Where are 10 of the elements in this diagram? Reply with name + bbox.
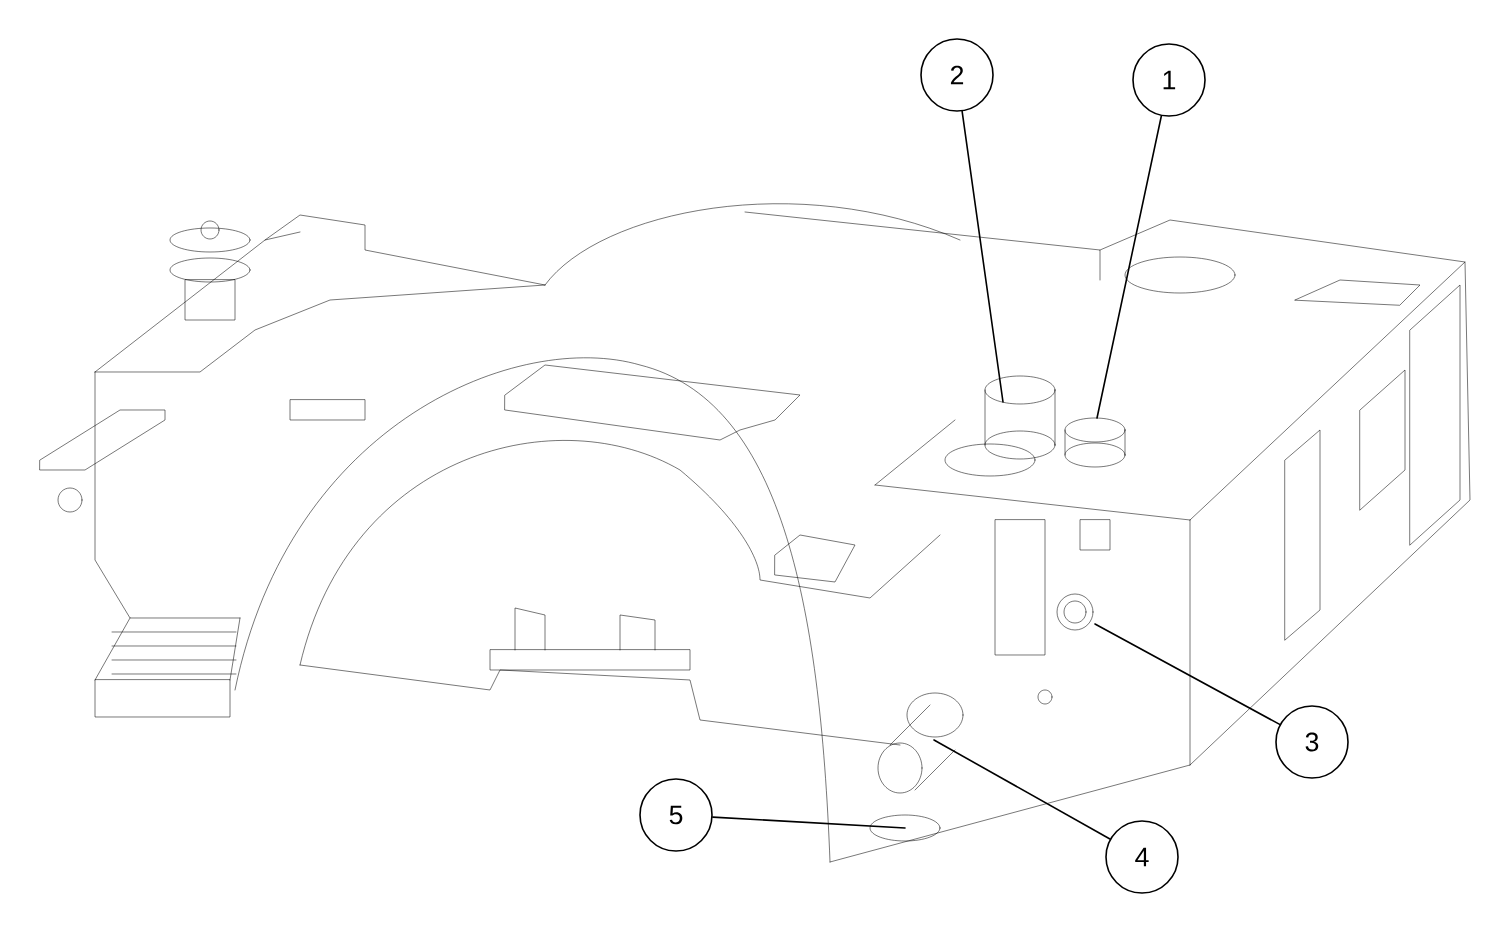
callout-number: 2 [920, 38, 994, 112]
leader-line [961, 110, 1004, 403]
callout-number: 5 [639, 778, 713, 852]
callout-number: 3 [1275, 705, 1349, 779]
leader-line [933, 739, 1111, 840]
leader-line [1096, 115, 1163, 419]
leader-line [1094, 623, 1281, 726]
callout-number: 4 [1105, 820, 1179, 894]
callout-number: 1 [1132, 43, 1206, 117]
leader-line [711, 816, 906, 829]
